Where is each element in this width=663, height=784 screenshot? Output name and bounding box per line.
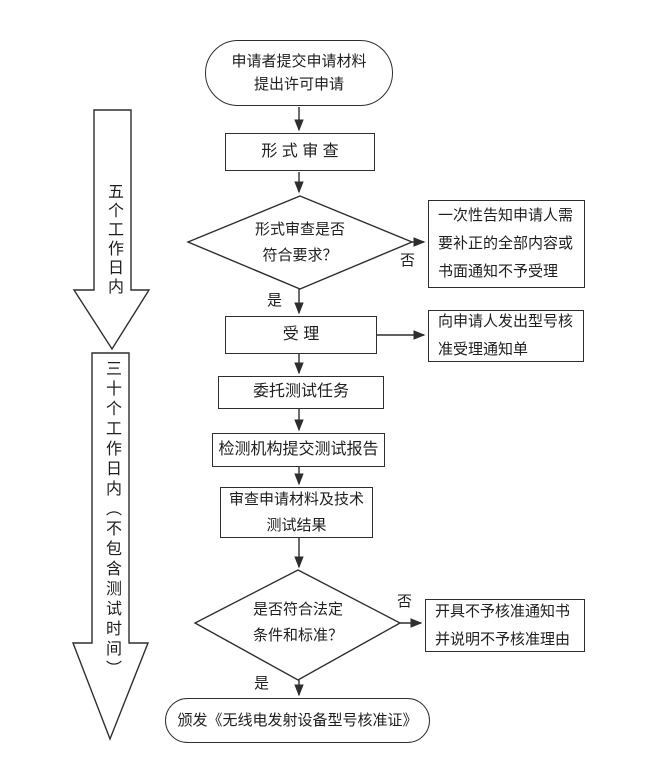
submit-report-node: 检测机构提交测试报告 [212, 433, 385, 467]
timeline-arrow-five-days-shape [72, 109, 151, 351]
formal-review-node: 形 式 审 查 [225, 133, 375, 171]
decision-2-yes-label: 是 [254, 675, 270, 692]
reject-notice-node: 开具不予核准通知书 并说明不予核准理由 [425, 599, 585, 652]
timeline-arrow-thirty-days-shape [71, 352, 150, 741]
accept-notice-label: 向申请人发出型号核 准受理通知单 [438, 313, 574, 358]
formal-review-label: 形 式 审 查 [261, 142, 339, 160]
decision-2-no-label: 否 [397, 593, 413, 610]
review-materials-node: 审查申请材料及技术 测试结果 [220, 487, 373, 538]
review-materials-label: 审查申请材料及技术 测试结果 [228, 491, 364, 534]
accept-label: 受 理 [282, 325, 320, 343]
issue-cert-node: 颁发《无线电发射设备型号核准证》 [165, 698, 430, 743]
decision-2-diamond-shape [193, 569, 402, 681]
delegate-test-label: 委托测试任务 [252, 383, 349, 401]
connectors-group [294, 107, 426, 697]
timeline-five-days-label: 五个工作日内 [105, 183, 122, 297]
accept-notice-node: 向申请人发出型号核 准受理通知单 [428, 310, 584, 362]
reject-notice-label: 开具不予核准通知书 并说明不予核准理由 [435, 602, 571, 648]
notify-correction-node: 一次性告知申请人需 要补正的全部内容或 书面通知不予受理 [428, 200, 585, 288]
delegate-test-node: 委托测试任务 [218, 376, 384, 409]
start-node-label: 申请者提交申请材料 提出许可申请 [231, 52, 367, 93]
notify-correction-label: 一次性告知申请人需 要补正的全部内容或 书面通知不予受理 [438, 207, 574, 280]
decision-1-diamond-shape [186, 195, 414, 290]
timeline-thirty-days-label: 三十个工作日内（不包含测试时间） [103, 360, 120, 680]
decision-1-label: 形式审查是否 符合要求？ [254, 221, 345, 265]
decision-1-no-label: 否 [400, 252, 416, 269]
start-node: 申请者提交申请材料 提出许可申请 [205, 40, 393, 106]
issue-cert-label: 颁发《无线电发射设备型号核准证》 [177, 711, 418, 729]
submit-report-label: 检测机构提交测试报告 [218, 440, 379, 458]
accept-node: 受 理 [225, 316, 377, 354]
decision-1-yes-label: 是 [267, 292, 283, 309]
decision-2-label: 是否符合法定 条件和标准？ [252, 601, 343, 645]
